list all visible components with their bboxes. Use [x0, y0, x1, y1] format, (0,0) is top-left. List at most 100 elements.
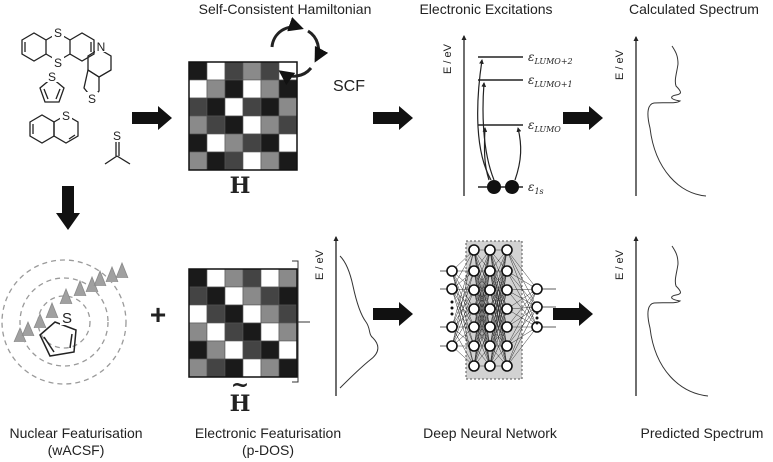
nn-connection	[473, 249, 491, 291]
molecule-thiochromene: S	[29, 109, 79, 144]
energy-axis-label: E / eV	[442, 43, 454, 74]
nn-ellipsis-dot	[450, 306, 454, 310]
atom-n: N	[97, 40, 106, 54]
atom-s: S	[54, 56, 62, 70]
nn-connection	[506, 289, 538, 328]
nn-node	[468, 244, 480, 256]
nn-node	[446, 265, 458, 277]
matrix-cell	[278, 97, 298, 117]
nn-connection	[506, 270, 538, 290]
energy-axis-label: E / eV	[614, 249, 626, 280]
nn-connection	[506, 326, 538, 367]
matrix-cell	[278, 79, 298, 99]
wacsf-illustration: S	[1, 259, 129, 385]
nn-connection	[451, 249, 475, 328]
matrix-cell	[188, 268, 208, 288]
matrix-border	[188, 268, 298, 378]
matrix-cell	[242, 97, 262, 117]
nn-ellipsis-dot	[535, 311, 539, 315]
matrix-cell	[206, 322, 226, 342]
matrix-cell	[224, 268, 244, 288]
matrix-cell	[278, 358, 298, 378]
matrix-cell	[206, 61, 226, 81]
matrix-cell	[188, 133, 208, 153]
tilde-mark: ~	[231, 372, 249, 398]
matrix-cell	[188, 340, 208, 360]
nn-node	[468, 303, 480, 315]
matrix-cell	[260, 358, 280, 378]
nn-connection	[506, 288, 538, 310]
matrix-cell	[188, 304, 208, 324]
matrix-cell	[242, 115, 262, 135]
matrix-cell	[260, 115, 280, 135]
nn-connection	[489, 249, 508, 310]
nn-connection	[506, 249, 538, 308]
nn-connection	[506, 249, 538, 328]
matrix-cell	[224, 115, 244, 135]
matrix-cell	[242, 61, 262, 81]
molecule-thioacetone: S	[104, 129, 131, 165]
matrix-cell	[206, 151, 226, 171]
matrix-cell	[278, 322, 298, 342]
nn-connection	[489, 270, 508, 310]
nn-node	[501, 321, 513, 333]
nn-node	[501, 265, 513, 277]
predicted-spectrum-plot	[633, 235, 709, 397]
nn-connection	[489, 249, 508, 328]
plus-sign: +	[150, 299, 166, 330]
matrix-h-symbol: H	[230, 173, 251, 199]
arrow-down-icon	[56, 186, 80, 230]
atom-s: S	[48, 70, 56, 84]
atom-s: S	[62, 109, 70, 123]
matrix-cell	[224, 304, 244, 324]
nn-connection	[506, 270, 538, 308]
nn-connection	[473, 249, 491, 328]
nn-node	[468, 321, 480, 333]
nn-node	[446, 321, 458, 333]
matrix-cell	[278, 286, 298, 306]
nn-connection	[506, 288, 538, 367]
matrix-cell	[206, 304, 226, 324]
matrix-cell	[278, 268, 298, 288]
calculated-spectrum-plot	[633, 35, 707, 197]
nn-connection	[506, 306, 538, 347]
nn-node	[484, 303, 496, 315]
matrix-cell	[260, 61, 280, 81]
caption-wacsf: (wACSF)	[48, 442, 105, 458]
nn-connection	[473, 308, 491, 367]
matrix-cell	[206, 79, 226, 99]
matrix-cell	[188, 286, 208, 306]
energy-axis-label: E / eV	[314, 249, 326, 280]
nn-node	[501, 340, 513, 352]
nn-connection	[506, 288, 538, 328]
neural-network-diagram	[440, 240, 556, 380]
matrix-cell	[260, 133, 280, 153]
nn-connection	[506, 306, 538, 367]
matrix-cell	[224, 322, 244, 342]
arrows	[56, 106, 603, 326]
matrix-cell	[242, 268, 262, 288]
energy-level-diagram	[461, 34, 523, 196]
caption-pdos: (p-DOS)	[242, 442, 294, 458]
matrix-cell	[188, 97, 208, 117]
molecule-thianthrene: S S	[21, 26, 95, 70]
matrix-cell	[242, 304, 262, 324]
caption-predicted-spectrum: Predicted Spectrum	[641, 425, 764, 441]
matrix-cell	[260, 304, 280, 324]
nn-ellipsis-dot	[450, 300, 454, 304]
arrow-right-icon	[132, 106, 172, 130]
nn-node	[484, 244, 496, 256]
nn-connection	[451, 270, 475, 347]
matrix-cell	[278, 304, 298, 324]
matrix-cell	[260, 151, 280, 171]
molecule-thienopyrrole: N S	[83, 40, 112, 106]
nn-node	[501, 284, 513, 296]
atom-s: S	[54, 26, 62, 40]
atom-s: S	[88, 92, 96, 106]
matrix-cell	[260, 97, 280, 117]
nn-ellipsis-dot	[450, 312, 454, 316]
matrix-cell	[206, 133, 226, 153]
matrix-cell	[188, 322, 208, 342]
nn-node	[484, 284, 496, 296]
nn-connection	[473, 289, 491, 367]
